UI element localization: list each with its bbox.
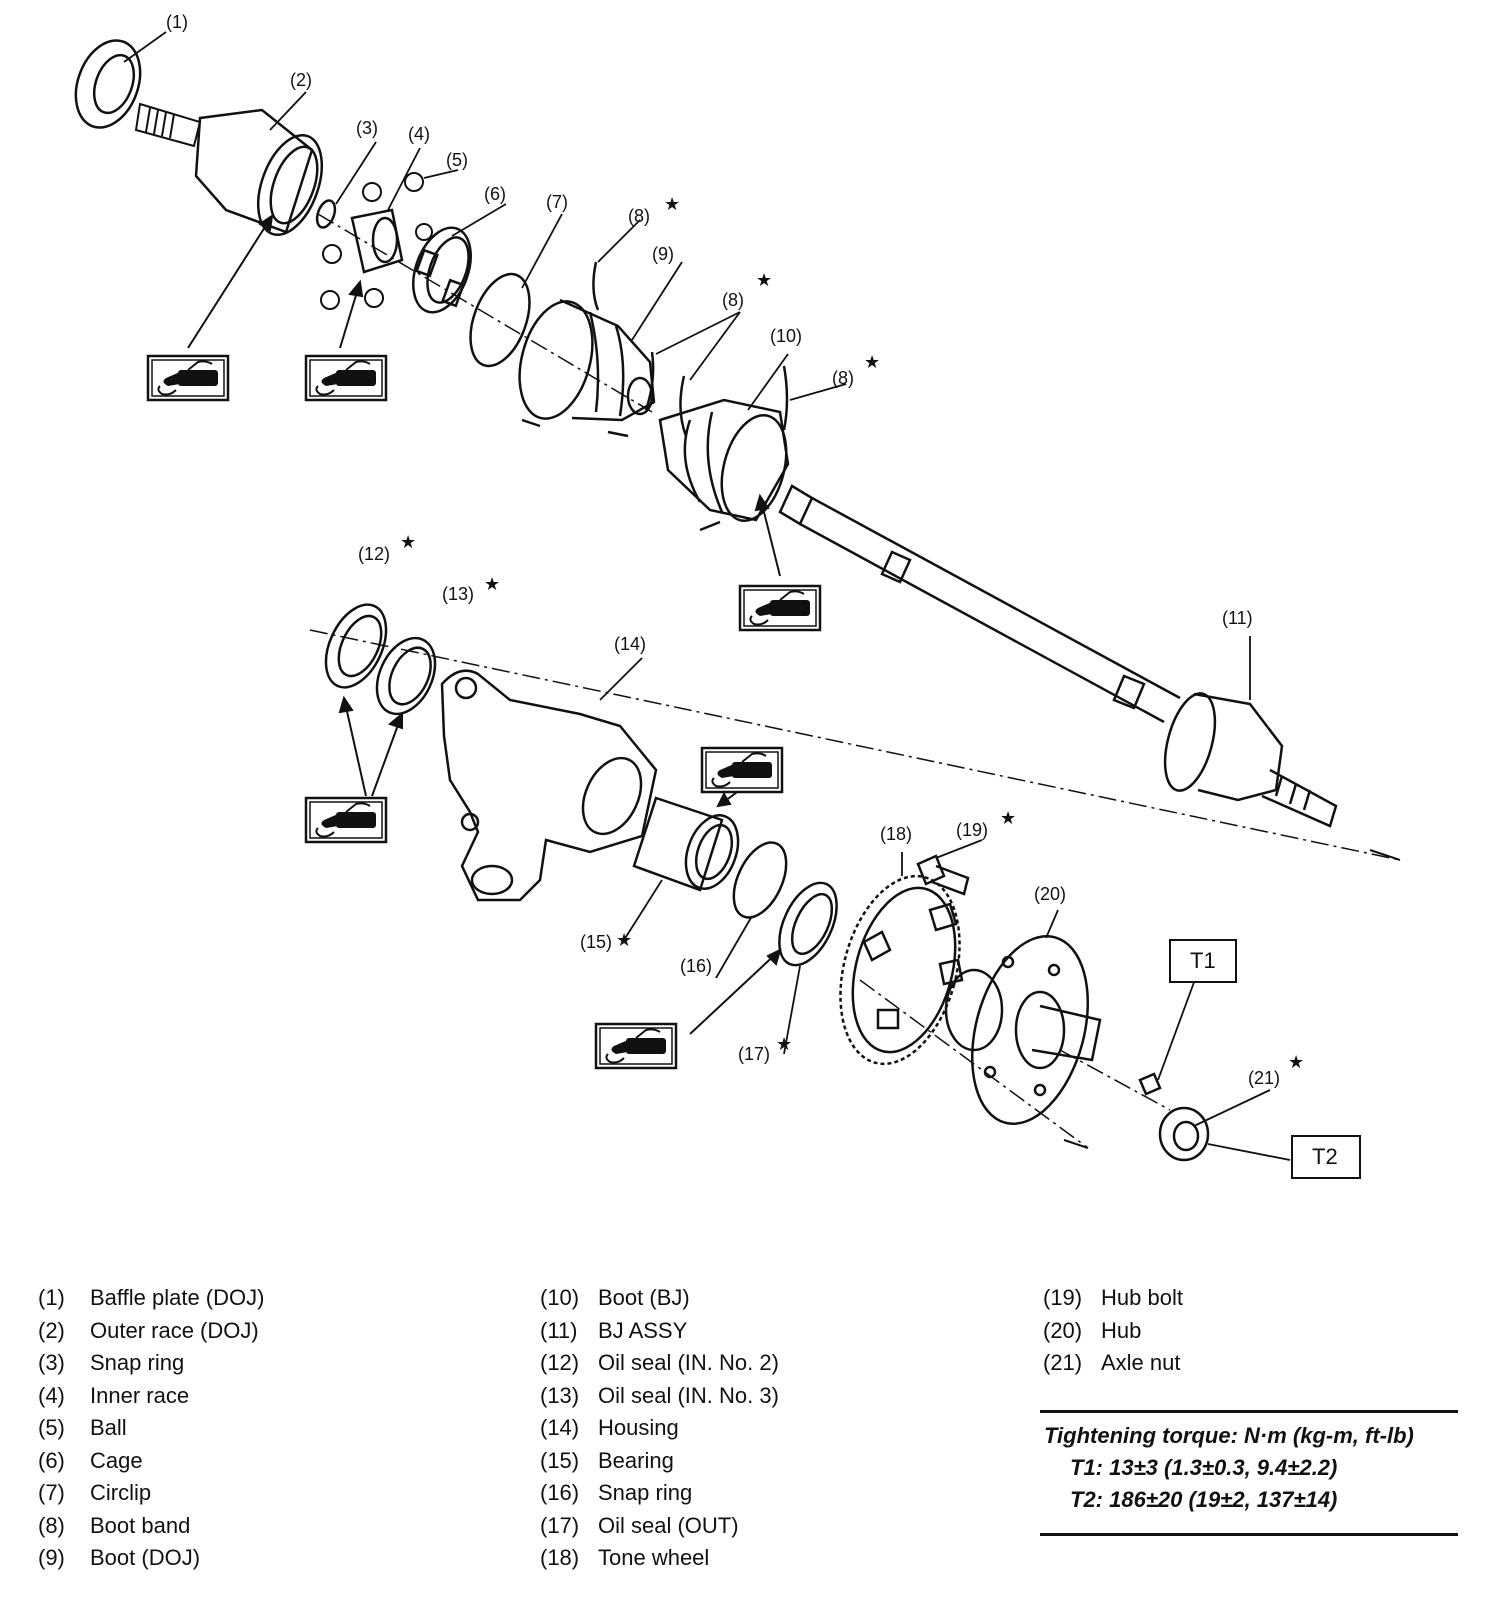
callout-21: (21) xyxy=(1248,1068,1280,1088)
callout-9: (9) xyxy=(652,244,674,264)
outer-race-part xyxy=(194,108,324,237)
torque-t1: T1: 13±3 (1.3±0.3, 9.4±2.2) xyxy=(1070,1455,1338,1480)
star-marker: ★ xyxy=(616,930,632,950)
bj-assy-part xyxy=(1163,692,1338,828)
star-marker: ★ xyxy=(1288,1052,1304,1072)
torque-box-t1: T1 xyxy=(1169,939,1237,983)
star-marker: ★ xyxy=(756,270,772,290)
doj-boot-part xyxy=(518,298,656,438)
callout-4: (4) xyxy=(408,124,430,144)
cage-part xyxy=(412,226,472,314)
legend-column-1: (1)Baffle plate (DOJ) (2)Outer race (DOJ… xyxy=(38,1282,264,1575)
axle-nut-part xyxy=(1158,1106,1210,1162)
callout-8a: (8) xyxy=(628,206,650,226)
assembly-axis-lines xyxy=(309,213,1401,1149)
callout-8c: (8) xyxy=(832,368,854,388)
ball-parts xyxy=(320,172,433,310)
legend-item: (1)Baffle plate (DOJ) xyxy=(38,1285,265,1310)
legend-item: (3)Snap ring xyxy=(38,1350,185,1375)
grease-icon xyxy=(738,584,822,632)
legend-item: (13)Oil seal (IN. No. 3) xyxy=(540,1382,779,1408)
star-marker: ★ xyxy=(664,194,680,214)
legend-item: (18)Tone wheel xyxy=(540,1545,710,1570)
star-marker: ★ xyxy=(400,532,416,552)
hub-part xyxy=(944,934,1102,1126)
axle-shaft-part xyxy=(778,484,1181,724)
callout-16: (16) xyxy=(680,956,712,976)
legend-item: (10)Boot (BJ) xyxy=(540,1285,690,1310)
callout-3: (3) xyxy=(356,118,378,138)
star-marker: ★ xyxy=(776,1034,792,1054)
legend-column-3: (19)Hub bolt (20)Hub (21)Axle nut xyxy=(1043,1282,1183,1380)
callout-13: (13) xyxy=(442,584,474,604)
star-marker: ★ xyxy=(1000,808,1016,828)
grease-icon xyxy=(146,354,230,402)
svg-text:T2: T2 xyxy=(1312,1144,1338,1169)
legend-item: (19)Hub bolt xyxy=(1043,1285,1183,1310)
legend-item: (11)BJ ASSY xyxy=(540,1317,688,1343)
torque-t2: T2: 186±20 (19±2, 137±14) xyxy=(1070,1487,1338,1512)
grease-icon xyxy=(304,796,388,844)
legend-item: (9)Boot (DOJ) xyxy=(38,1545,201,1570)
legend-item: (8)Boot band xyxy=(38,1512,191,1538)
legend-item: (20)Hub xyxy=(1043,1317,1142,1343)
legend-item: (16)Snap ring xyxy=(540,1480,693,1505)
callout-14: (14) xyxy=(614,634,646,654)
callout-6: (6) xyxy=(484,184,506,204)
callout-19: (19) xyxy=(956,820,988,840)
legend-item: (7)Circlip xyxy=(38,1480,152,1505)
callout-2: (2) xyxy=(290,70,312,90)
tone-wheel-part xyxy=(839,874,964,1066)
callout-1: (1) xyxy=(166,12,188,32)
bearing-part xyxy=(632,796,740,892)
inner-race-part xyxy=(350,208,404,274)
legend-item: (2)Outer race (DOJ) xyxy=(38,1317,259,1343)
callout-17: (17) xyxy=(738,1044,770,1064)
exploded-axle-diagram: (1) (2) (3) (4) (5) (6) (7) (8) ★ (9) (8… xyxy=(74,12,1401,1179)
outer-race-stem xyxy=(134,102,202,148)
grease-arrows xyxy=(187,213,782,1035)
arrow-tips xyxy=(1063,849,1401,1149)
callout-12: (12) xyxy=(358,544,390,564)
callout-10: (10) xyxy=(770,326,802,346)
callout-20: (20) xyxy=(1034,884,1066,904)
callout-7: (7) xyxy=(546,192,568,212)
star-marker: ★ xyxy=(864,352,880,372)
callout-5: (5) xyxy=(446,150,468,170)
oil-seal-out-part xyxy=(778,881,838,967)
baffle-plate-part xyxy=(74,39,142,129)
bj-boot-part xyxy=(658,398,790,532)
tightening-torque-box: Tightening torque: N·m (kg-m, ft-lb) T1:… xyxy=(1040,1410,1458,1536)
circlip-part xyxy=(469,272,531,368)
legend-item: (5)Ball xyxy=(38,1415,127,1440)
t1-bolt-part xyxy=(1138,1072,1162,1096)
legend-item: (15)Bearing xyxy=(540,1447,674,1473)
callout-15: (15) xyxy=(580,932,612,952)
legend-item: (14)Housing xyxy=(540,1415,679,1440)
star-marker: ★ xyxy=(484,574,500,594)
legend-item: (12)Oil seal (IN. No. 2) xyxy=(540,1350,779,1375)
callout-11: (11) xyxy=(1222,608,1253,628)
legend-column-2: (10)Boot (BJ) (11)BJ ASSY (12)Oil seal (… xyxy=(540,1282,779,1575)
legend-item: (17)Oil seal (OUT) xyxy=(540,1512,739,1538)
hub-bolt-part xyxy=(916,854,970,896)
torque-heading: Tightening torque: N·m (kg-m, ft-lb) xyxy=(1044,1423,1414,1448)
legend-item: (4)Inner race xyxy=(38,1382,190,1408)
legend-item: (21)Axle nut xyxy=(1043,1350,1181,1375)
legend-item: (6)Cage xyxy=(38,1447,143,1473)
grease-icon xyxy=(304,354,388,402)
leader-lines xyxy=(123,31,1291,1161)
torque-box-t2: T2 xyxy=(1291,1135,1361,1179)
snap-ring-hub-part xyxy=(732,841,788,919)
boot-band-parts xyxy=(592,261,789,437)
callout-8b: (8) xyxy=(722,290,744,310)
grease-icon xyxy=(700,746,784,794)
callout-18: (18) xyxy=(880,824,912,844)
housing-part xyxy=(440,669,658,902)
oil-seal-in-no2-part xyxy=(324,603,388,689)
svg-text:T1: T1 xyxy=(1190,948,1216,973)
snap-ring-doj-part xyxy=(315,199,337,229)
oil-seal-in-no3-part xyxy=(375,636,437,716)
grease-icon xyxy=(594,1022,678,1070)
